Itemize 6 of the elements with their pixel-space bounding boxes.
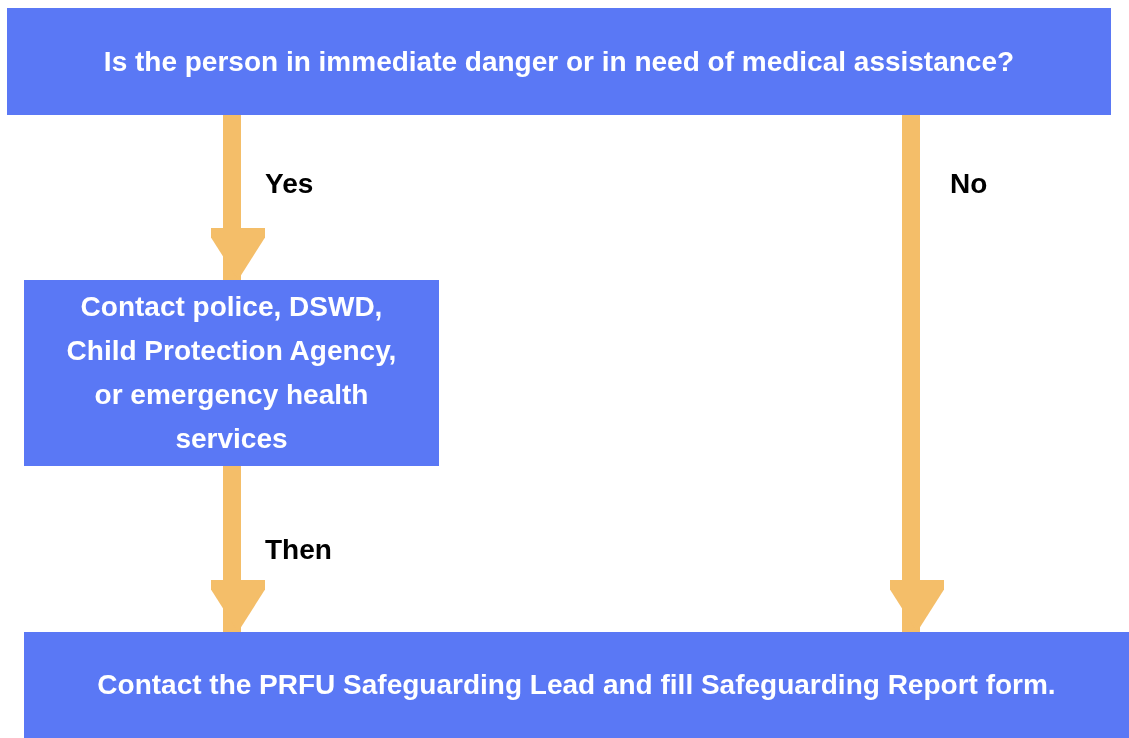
box-text: Contact police, DSWD, Child Protection Agency, or emergency health services: [65, 290, 398, 456]
box-text: Is the person in immediate danger or in need of medical assistance?: [103, 44, 1015, 79]
process-box: [24, 632, 1129, 738]
process-box: [7, 8, 1111, 115]
box-text: Contact the PRFU Safeguarding Lead and fill Safeguarding Report form.: [97, 668, 1056, 702]
process-box: [24, 280, 439, 466]
